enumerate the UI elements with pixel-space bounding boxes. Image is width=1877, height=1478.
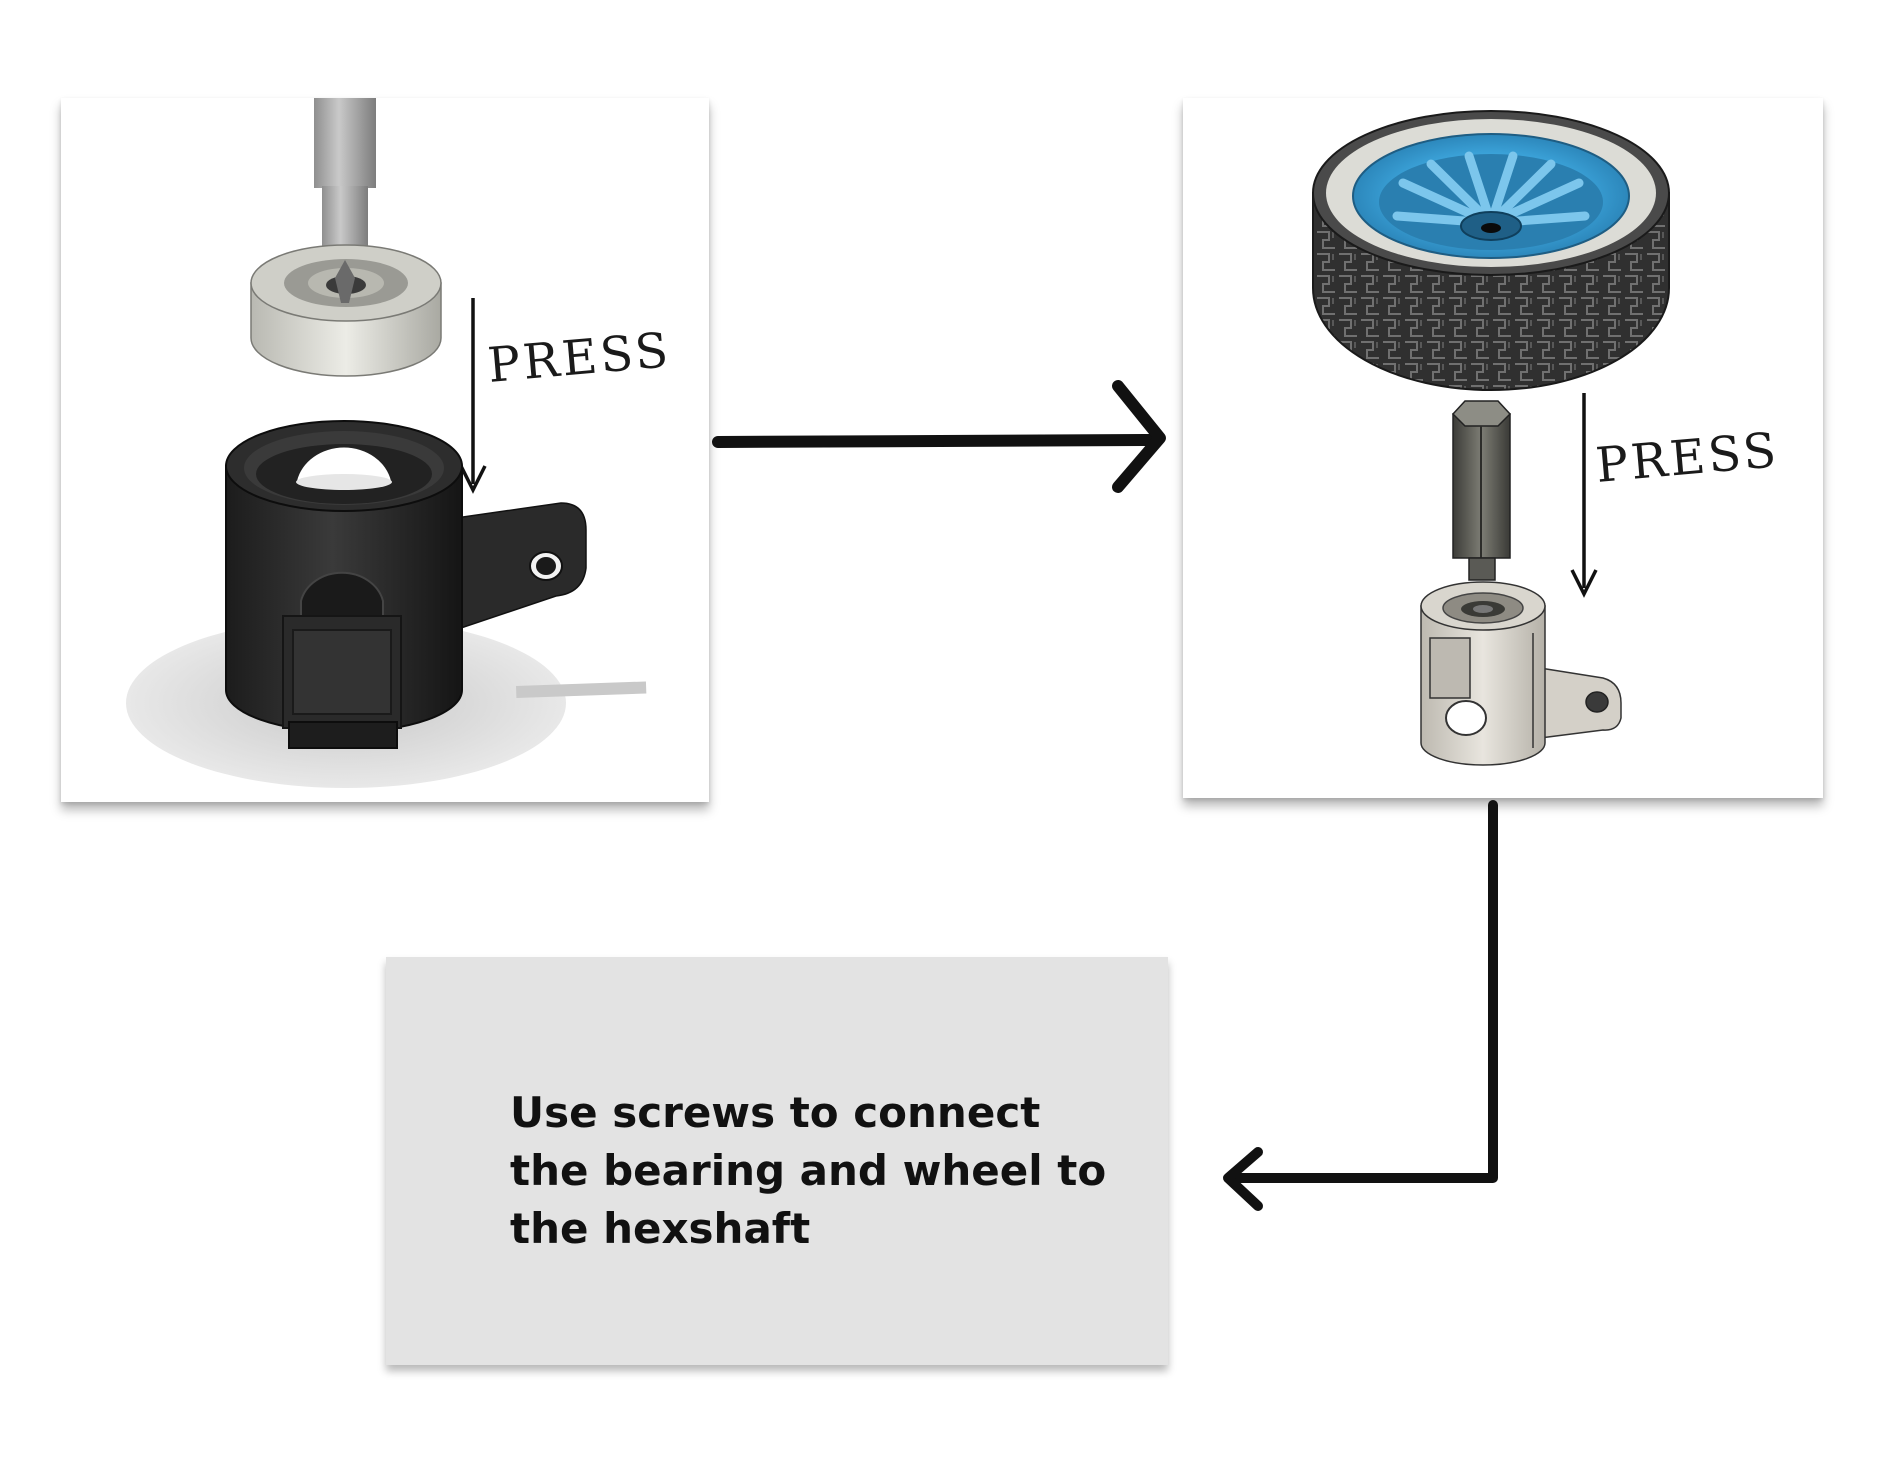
mount-tab — [455, 502, 587, 630]
light-mount — [1420, 581, 1546, 766]
wheel — [1312, 110, 1670, 391]
floor-shadow-tab — [516, 681, 647, 698]
light-mount-tab — [1539, 667, 1622, 739]
press-arrow-2 — [1570, 393, 1598, 598]
step2-to-instruction-arrow — [1223, 800, 1498, 1211]
step1-to-step2-arrow — [712, 380, 1166, 493]
step1-panel: PRESS — [61, 98, 709, 802]
black-mount — [225, 420, 463, 749]
press-arrow-1 — [459, 298, 487, 494]
instruction-text: Use screws to connect the bearing and wh… — [510, 1088, 1107, 1253]
step2-panel: PRESS — [1183, 98, 1823, 798]
hexshaft — [1451, 400, 1512, 581]
wheel-hexshaft-illustration — [1312, 110, 1670, 766]
instruction-box: Use screws to connect the bearing and wh… — [386, 957, 1168, 1365]
bearing — [250, 244, 442, 377]
bearing-mount-illustration — [126, 98, 647, 788]
